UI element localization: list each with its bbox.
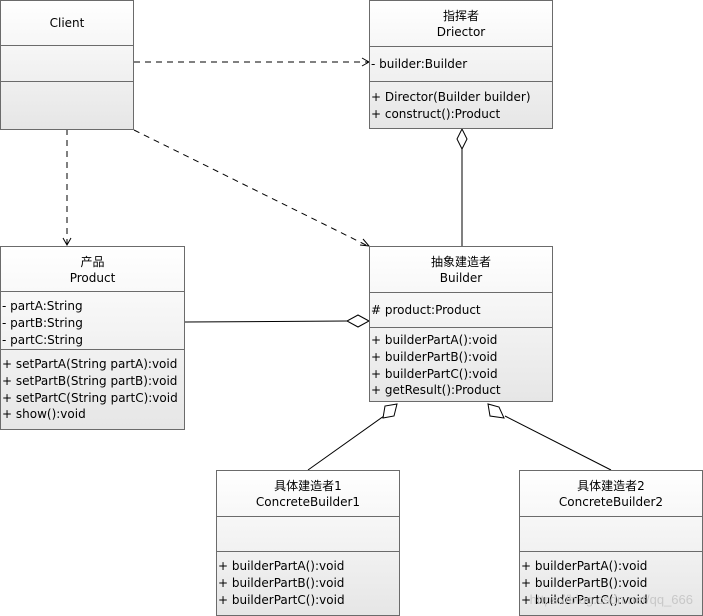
attributes-section: # product:Product: [370, 292, 552, 327]
methods-section: [1, 81, 133, 129]
dependency-client-builder: [133, 129, 369, 247]
methods-section: + builderPartA():void + builderPartB():v…: [520, 551, 702, 615]
watermark: https://blog.csdn.net/qq_666: [529, 592, 693, 607]
class-name: Driector: [436, 25, 486, 39]
class-header: 指挥者 Driector: [370, 1, 552, 46]
attribute: - builder:Builder: [371, 57, 468, 71]
class-concrete-builder-1[interactable]: 具体建造者1 ConcreteBuilder1 + builderPartA()…: [216, 470, 400, 616]
method: + getResult():Product: [371, 383, 501, 398]
diamond-concrete2: [487, 403, 505, 419]
class-name: Builder: [439, 271, 483, 285]
class-name: ConcreteBuilder1: [255, 495, 361, 509]
attributes-section: - builder:Builder: [370, 46, 552, 81]
method: + builderPartB():void: [371, 349, 498, 364]
aggregation-concrete1-builder: [307, 415, 385, 471]
class-name: Client: [49, 16, 85, 30]
method: + builderPartA():void: [371, 333, 498, 347]
method: + builderPartA():void: [218, 559, 345, 573]
attribute: - partA:String: [2, 299, 83, 313]
method: + builderPartC():void: [371, 366, 498, 381]
method: + builderPartB():void: [521, 575, 648, 590]
methods-section: + builderPartA():void + builderPartB():v…: [370, 327, 552, 401]
methods-section: + builderPartA():void + builderPartB():v…: [217, 551, 399, 615]
attributes-section: [1, 45, 133, 81]
diamond-builder-left: [345, 314, 371, 328]
arrowhead-product: [62, 237, 72, 247]
method: + builderPartB():void: [218, 575, 345, 590]
class-header: 抽象建造者 Builder: [370, 247, 552, 292]
diamond-director: [456, 127, 468, 151]
aggregation-product-builder: [184, 320, 348, 323]
method: + setPartB(String partB):void: [2, 373, 178, 388]
attribute: - partB:String: [2, 315, 83, 330]
method: + show():void: [2, 407, 86, 422]
class-stereotype: 抽象建造者: [430, 255, 491, 269]
attributes-section: - partA:String - partB:String - partC:St…: [1, 291, 184, 349]
method: + builderPartA():void: [521, 559, 648, 573]
method: + construct():Product: [371, 106, 501, 121]
class-director[interactable]: 指挥者 Driector - builder:Builder + Directo…: [369, 0, 553, 129]
attribute: - partC:String: [2, 332, 83, 347]
class-product[interactable]: 产品 Product - partA:String - partB:String…: [0, 246, 185, 430]
attributes-section: [217, 516, 399, 551]
aggregation-concrete2-builder: [504, 415, 612, 471]
class-header: 具体建造者2 ConcreteBuilder2: [520, 471, 702, 516]
method: + Director(Builder builder): [371, 90, 531, 104]
class-name: ConcreteBuilder2: [558, 495, 664, 509]
class-stereotype: 产品: [80, 255, 105, 269]
method: + builderPartC():void: [218, 592, 345, 607]
class-client[interactable]: Client: [0, 0, 134, 130]
class-name: Product: [69, 271, 116, 285]
class-stereotype: 指挥者: [442, 9, 479, 23]
class-header: 产品 Product: [1, 247, 184, 291]
method: + setPartC(String partC):void: [2, 390, 178, 405]
methods-section: + Director(Builder builder) + construct(…: [370, 81, 552, 128]
method: + builderPartC():void: [521, 592, 648, 607]
class-stereotype: 具体建造者2: [577, 479, 645, 493]
diamond-concrete1: [382, 403, 398, 419]
class-header: Client: [1, 1, 133, 45]
class-builder[interactable]: 抽象建造者 Builder # product:Product + builde…: [369, 246, 553, 402]
attributes-section: [520, 516, 702, 551]
class-concrete-builder-2[interactable]: 具体建造者2 ConcreteBuilder2 + builderPartA()…: [519, 470, 703, 616]
method: + setPartA(String partA):void: [2, 357, 178, 371]
class-header: 具体建造者1 ConcreteBuilder1: [217, 471, 399, 516]
attribute: # product:Product: [371, 303, 481, 317]
methods-section: + setPartA(String partA):void + setPartB…: [1, 349, 184, 429]
class-stereotype: 具体建造者1: [274, 479, 342, 493]
